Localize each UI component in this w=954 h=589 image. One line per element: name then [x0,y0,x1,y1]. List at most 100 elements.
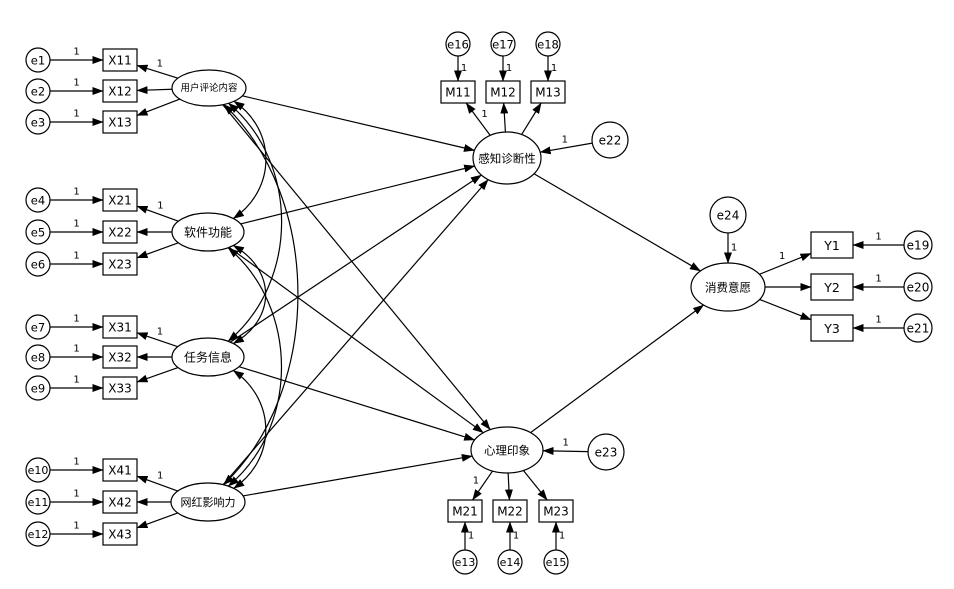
indicator-x42: X42 [102,490,138,514]
error-term-e14-circle [497,549,523,575]
error-term-e3: e3 [25,109,51,135]
error-term-e15: e15 [543,549,569,575]
error-term-e5: e5 [25,219,51,245]
error-term-e6-circle [25,251,51,277]
indicator-x42-box [102,490,138,514]
path-weight-label-error-term-e23-to-latent-psychological-impression: 1 [562,438,568,449]
indicator-x23: X23 [102,252,138,276]
path-latent-psychological-impression-to-indicator-m23 [522,470,548,501]
path-weight-label-latent-task-information-to-indicator-x31: 1 [157,327,163,338]
path-latent-task-information-to-indicator-x31 [136,332,178,348]
path-weight-label-latent-user-review-content-to-indicator-x11: 1 [157,59,163,70]
indicator-m22-label: M22 [497,505,523,519]
path-latent-perceived-diagnosticity-to-latent-consumption-intention [533,173,701,272]
indicator-m22-box [492,499,528,523]
error-term-e24-circle [709,196,747,234]
indicator-x41-box [102,458,138,482]
path-latent-psychological-impression-to-latent-consumption-intention [530,304,704,434]
path-weight-label-error-term-e14-to-indicator-m22: 1 [513,531,519,542]
indicator-x32-box [102,345,138,369]
latent-psychological-impression: 心理印象 [470,426,544,474]
path-latent-perceived-diagnosticity-to-indicator-m11 [465,102,491,136]
path-latent-software-function-to-indicator-x23 [136,242,179,259]
error-term-e13: e13 [452,549,478,575]
error-term-e3-label: e3 [31,116,45,130]
indicator-x22-label: X22 [108,226,132,240]
error-term-e7-circle [25,314,51,340]
indicator-x11: X11 [102,48,138,72]
indicator-m13: M13 [530,80,566,104]
latent-perceived-diagnosticity: 感知诊断性 [472,131,542,185]
indicator-x31-label: X31 [108,321,132,335]
latent-user-review-content-ellipse [171,69,247,107]
error-term-e23: e23 [587,433,625,471]
path-weight-label-error-term-e13-to-indicator-m21: 1 [468,531,474,542]
indicator-m21-label: M21 [452,505,478,519]
indicator-x21: X21 [102,188,138,212]
latent-task-information: 任务信息 [171,337,245,377]
path-latent-influencer-influence-to-latent-perceived-diagnosticity [222,179,489,486]
indicator-x31: X31 [102,315,138,339]
indicator-m12-box [485,80,521,104]
error-term-e24-label: e24 [717,209,740,223]
error-term-e4-circle [25,187,51,213]
path-latent-consumption-intention-to-indicator-y3 [759,298,812,321]
error-term-e22-circle [591,121,629,159]
path-weight-label-error-term-e18-to-indicator-m13: 1 [551,63,557,74]
indicator-m12-label: M12 [490,86,516,100]
path-weight-label-error-term-e20-to-indicator-y2: 1 [875,274,881,285]
latent-consumption-intention-label: 消费意愿 [705,281,751,295]
indicator-y3: Y3 [810,314,854,342]
error-term-e16-label: e16 [447,38,469,52]
error-term-e11: e11 [25,489,51,515]
error-term-e20: e20 [903,272,933,302]
indicator-x13: X13 [102,110,138,134]
path-weight-label-latent-perceived-diagnosticity-to-indicator-m11: 1 [481,109,487,120]
indicator-m11-box [440,80,476,104]
error-term-e10-circle [25,457,51,483]
indicator-y1-box [810,231,854,259]
latent-perceived-diagnosticity-label: 感知诊断性 [478,152,536,166]
latent-consumption-intention: 消费意愿 [690,262,766,312]
path-latent-user-review-content-to-indicator-x11 [136,64,179,79]
indicator-m23-box [538,499,574,523]
error-term-e15-circle [543,549,569,575]
error-term-e16: e16 [445,31,471,57]
path-latent-perceived-diagnosticity-to-indicator-m13 [521,102,542,135]
indicator-x43-label: X43 [108,528,132,542]
path-weight-label-latent-consumption-intention-to-indicator-y1: 1 [779,251,785,262]
error-term-e9-label: e9 [31,382,45,396]
path-weight-label-error-term-e1-to-indicator-x11: 1 [73,47,79,58]
latent-influencer-influence-ellipse [170,482,246,522]
error-term-e4: e4 [25,187,51,213]
path-latent-software-function-to-latent-psychological-impression [228,246,484,434]
path-error-term-e23-to-latent-psychological-impression [542,446,589,455]
error-term-e17: e17 [490,31,516,57]
error-term-e19: e19 [903,230,933,260]
error-term-e12: e12 [25,521,51,547]
error-term-e18-label: e18 [537,38,559,52]
error-term-e21-label: e21 [907,322,930,336]
error-term-e11-circle [25,489,51,515]
indicator-x11-box [102,48,138,72]
indicator-x21-label: X21 [108,194,132,208]
error-term-e18: e18 [535,31,561,57]
path-weight-label-error-term-e9-to-indicator-x33: 1 [73,375,79,386]
indicator-x41-label: X41 [108,464,132,478]
error-term-e1-circle [25,47,51,73]
latent-influencer-influence: 网红影响力 [170,482,246,522]
error-term-e10: e10 [25,457,51,483]
error-term-e6: e6 [25,251,51,277]
error-term-e1: e1 [25,47,51,73]
indicator-x12: X12 [102,79,138,103]
error-term-e3-circle [25,109,51,135]
indicator-x42-label: X42 [108,496,132,510]
path-latent-task-information-to-latent-psychological-impression [238,366,476,441]
path-weight-label-error-term-e5-to-indicator-x22: 1 [73,219,79,230]
path-latent-psychological-impression-to-indicator-m21 [472,470,493,501]
indicator-x23-box [102,252,138,276]
latent-software-function-label: 软件功能 [184,226,232,240]
path-weight-label-error-term-e21-to-indicator-y3: 1 [875,315,881,326]
latent-software-function-ellipse [171,212,245,252]
